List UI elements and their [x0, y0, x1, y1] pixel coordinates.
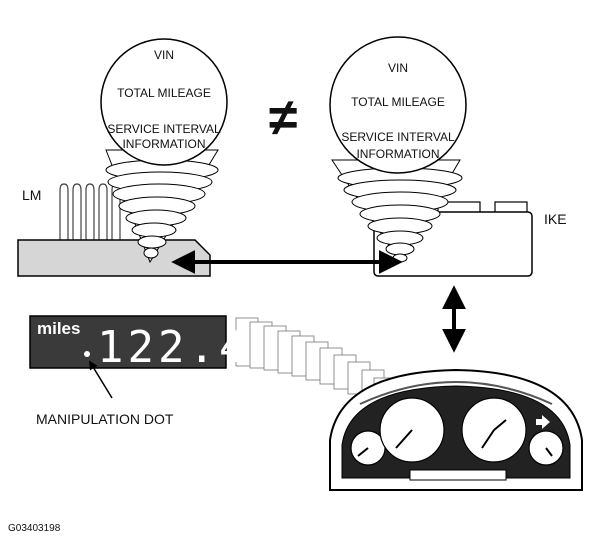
manipulation-dot-caption: MANIPULATION DOT: [36, 411, 174, 427]
cluster-lower-display: [409, 469, 507, 481]
cluster-needles: [357, 419, 553, 457]
right-bubble-total-mileage: TOTAL MILEAGE: [351, 95, 445, 109]
ike-label: IKE: [544, 211, 567, 227]
left-bubble-information: INFORMATION: [122, 137, 205, 151]
right-bubble-vin: VIN: [388, 61, 408, 75]
arrow-right-icon: [536, 415, 550, 429]
odometer-unit: miles: [37, 319, 80, 338]
lm-connector-fins: [59, 183, 121, 240]
left-bubble-total-mileage: TOTAL MILEAGE: [117, 86, 211, 100]
lm-label: LM: [22, 187, 41, 203]
manipulation-dot-pointer: [89, 360, 113, 399]
manipulation-dot: [84, 351, 90, 357]
left-bubble-service-interval: SERVICE INTERVAL: [107, 122, 221, 136]
lm-module: [17, 239, 211, 277]
left-data-bubble: [100, 38, 228, 166]
not-equal-symbol: ≠: [269, 89, 298, 147]
right-bubble-information: INFORMATION: [356, 147, 439, 161]
figure-id: G03403198: [8, 523, 61, 534]
right-bubble-service-interval: SERVICE INTERVAL: [341, 130, 455, 144]
odometer-display: [29, 315, 227, 369]
right-bubble-funnel: [331, 159, 463, 263]
left-bubble-funnel: [105, 149, 219, 264]
left-bubble-vin: VIN: [154, 48, 174, 62]
odometer-reading: 122.4: [97, 322, 249, 373]
right-data-bubble: [329, 36, 467, 174]
